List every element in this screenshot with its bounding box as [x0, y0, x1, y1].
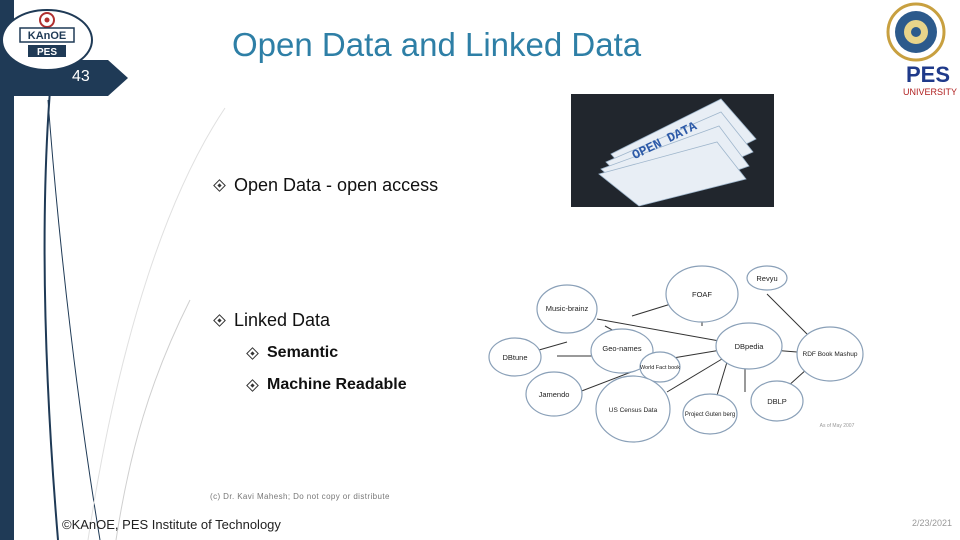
diagram-node-jamendo: Jamendo	[539, 390, 570, 399]
diamond-bullet-icon	[246, 346, 259, 360]
bullet-text: Linked Data	[234, 310, 331, 330]
slide-date: 2/23/2021	[912, 518, 953, 528]
linked-data-cloud-diagram: FOAF Revyu Music-brainz DBtune Geo-names…	[487, 264, 876, 445]
sub-bullet-text: Semantic	[267, 344, 339, 361]
diagram-node-geonames: Geo-names	[602, 344, 641, 353]
pes-logo-name: PES	[906, 62, 950, 87]
copyright-notice: (c) Dr. Kavi Mahesh; Do not copy or dist…	[210, 492, 390, 501]
diamond-bullet-icon	[246, 378, 259, 392]
diagram-node-dbpedia: DBpedia	[735, 342, 765, 351]
diagram-node-dbtune: DBtune	[502, 353, 527, 362]
slide-number: 43	[72, 68, 90, 85]
diagram-node-project-gutenberg: Project Guten berg	[685, 412, 735, 418]
diagram-node-dblp: DBLP	[767, 397, 787, 406]
diagram-node-foaf: FOAF	[692, 290, 712, 299]
sub-bullet-text: Machine Readable	[267, 376, 407, 393]
bullet-open-data: Open Data - open access	[213, 175, 439, 196]
diamond-bullet-icon	[213, 314, 226, 327]
bullet-text: Open Data - open access	[234, 175, 439, 195]
left-accent-strip	[0, 0, 14, 540]
sub-bullet-semantic: Semantic	[246, 344, 339, 362]
diagram-node-revyu: Revyu	[756, 274, 777, 283]
diagram-node-musicbrainz: Music-brainz	[546, 304, 589, 313]
kanoe-logo: KAnOE PES	[1, 9, 93, 70]
diagram-node-us-census-data: US Census Data	[609, 407, 658, 414]
kanoe-logo-line1: KAnOE	[28, 30, 67, 42]
open-data-cards-photo: OPEN DATA	[571, 94, 774, 207]
pes-logo-subtitle: UNIVERSITY	[903, 87, 957, 97]
footer-text: ©KAnOE, PES Institute of Technology	[62, 517, 281, 532]
pes-university-logo: PES UNIVERSITY	[886, 2, 957, 97]
kanoe-logo-line2: PES	[37, 47, 57, 58]
bullet-linked-data: Linked Data	[213, 310, 331, 331]
diagram-note: As of May 2007	[820, 423, 855, 429]
slide-title: Open Data and Linked Data	[232, 26, 642, 63]
sub-bullet-machine-readable: Machine Readable	[246, 376, 407, 394]
diamond-bullet-icon	[213, 179, 226, 192]
diagram-node-world-fact-book: World Fact book	[640, 365, 680, 371]
diagram-node-rdf-book-mashup: RDF Book Mashup	[803, 351, 858, 358]
